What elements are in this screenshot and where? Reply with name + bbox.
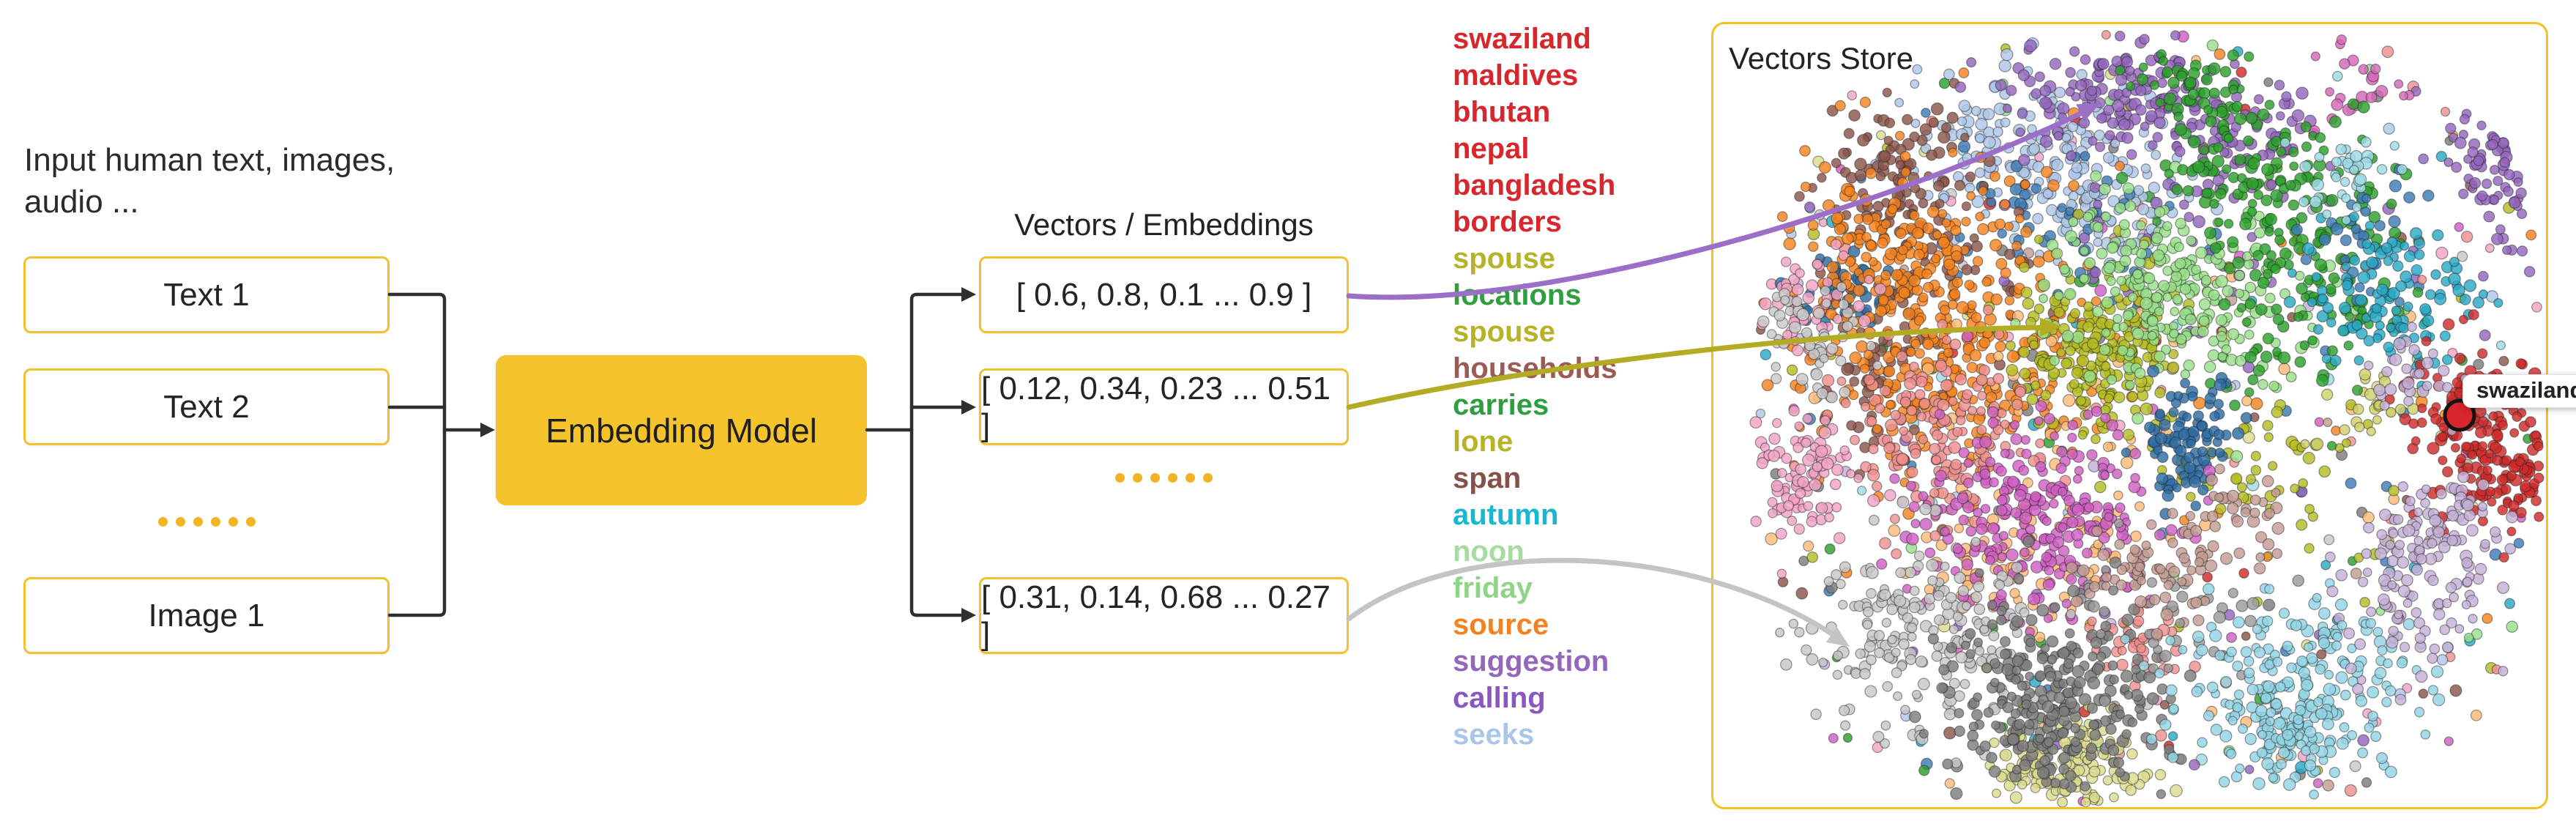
vector-box-label: [ 0.12, 0.34, 0.23 ... 0.51 ] xyxy=(981,370,1331,443)
word-item-spouse: spouse xyxy=(1453,316,1556,348)
word-item-calling: calling xyxy=(1453,682,1546,714)
word-item-bangladesh: bangladesh xyxy=(1453,169,1616,201)
word-item-span: span xyxy=(1453,462,1522,494)
input-box-3: Image 1 xyxy=(23,577,390,654)
word-item-maldives: maldives xyxy=(1453,59,1579,92)
word-item-spouse: spouse xyxy=(1453,242,1556,275)
vector-box-label: [ 0.31, 0.14, 0.68 ... 0.27 ] xyxy=(981,579,1331,652)
word-item-borders: borders xyxy=(1453,206,1562,238)
input-box-1: Text 1 xyxy=(23,256,390,333)
word-item-lone: lone xyxy=(1453,426,1514,458)
vectors-store-title: Vectors Store xyxy=(1729,41,1914,75)
intro-line-2: audio ... xyxy=(24,184,139,220)
embedding-model-label: Embedding Model xyxy=(546,411,817,450)
vector-ellipsis-dots xyxy=(979,473,1349,483)
input-box-2: Text 2 xyxy=(23,368,390,445)
input-box-label: Image 1 xyxy=(148,597,265,634)
word-item-friday: friday xyxy=(1453,572,1533,604)
word-item-carries: carries xyxy=(1453,389,1549,421)
word-item-autumn: autumn xyxy=(1453,499,1559,531)
word-item-bhutan: bhutan xyxy=(1453,96,1551,128)
embedding-model-box: Embedding Model xyxy=(496,355,867,505)
word-item-suggestion: suggestion xyxy=(1453,645,1609,677)
intro-caption: Input human text, images, audio ... xyxy=(24,139,395,223)
intro-line-1: Input human text, images, xyxy=(24,142,395,178)
word-item-swaziland: swaziland xyxy=(1453,23,1591,55)
scatter-tooltip: swaziland xyxy=(2463,374,2576,408)
input-box-label: Text 2 xyxy=(163,388,250,425)
input-box-label: Text 1 xyxy=(163,276,250,313)
nearest-words-list: swaziland maldives bhutan nepal bangladesh bo… xyxy=(1453,21,1617,753)
vector-box-1: [ 0.6, 0.8, 0.1 ... 0.9 ] xyxy=(979,256,1349,333)
scatter-tooltip-label: swaziland xyxy=(2476,377,2576,403)
vector-box-label: [ 0.6, 0.8, 0.1 ... 0.9 ] xyxy=(1016,276,1312,313)
vector-box-2: [ 0.12, 0.34, 0.23 ... 0.51 ] xyxy=(979,368,1349,445)
word-item-households: households xyxy=(1453,352,1618,385)
word-item-source: source xyxy=(1453,609,1549,641)
embedding-scatter-plot[interactable] xyxy=(1713,24,2548,809)
word-item-nepal: nepal xyxy=(1453,133,1530,165)
input-ellipsis-dots xyxy=(23,517,390,527)
word-item-locations: locations xyxy=(1453,279,1582,311)
vector-box-3: [ 0.31, 0.14, 0.68 ... 0.27 ] xyxy=(979,577,1349,654)
vectors-store-panel xyxy=(1711,22,2548,809)
word-item-noon: noon xyxy=(1453,535,1525,568)
word-item-seeks: seeks xyxy=(1453,718,1535,751)
vectors-embeddings-title: Vectors / Embeddings xyxy=(1014,207,1314,242)
